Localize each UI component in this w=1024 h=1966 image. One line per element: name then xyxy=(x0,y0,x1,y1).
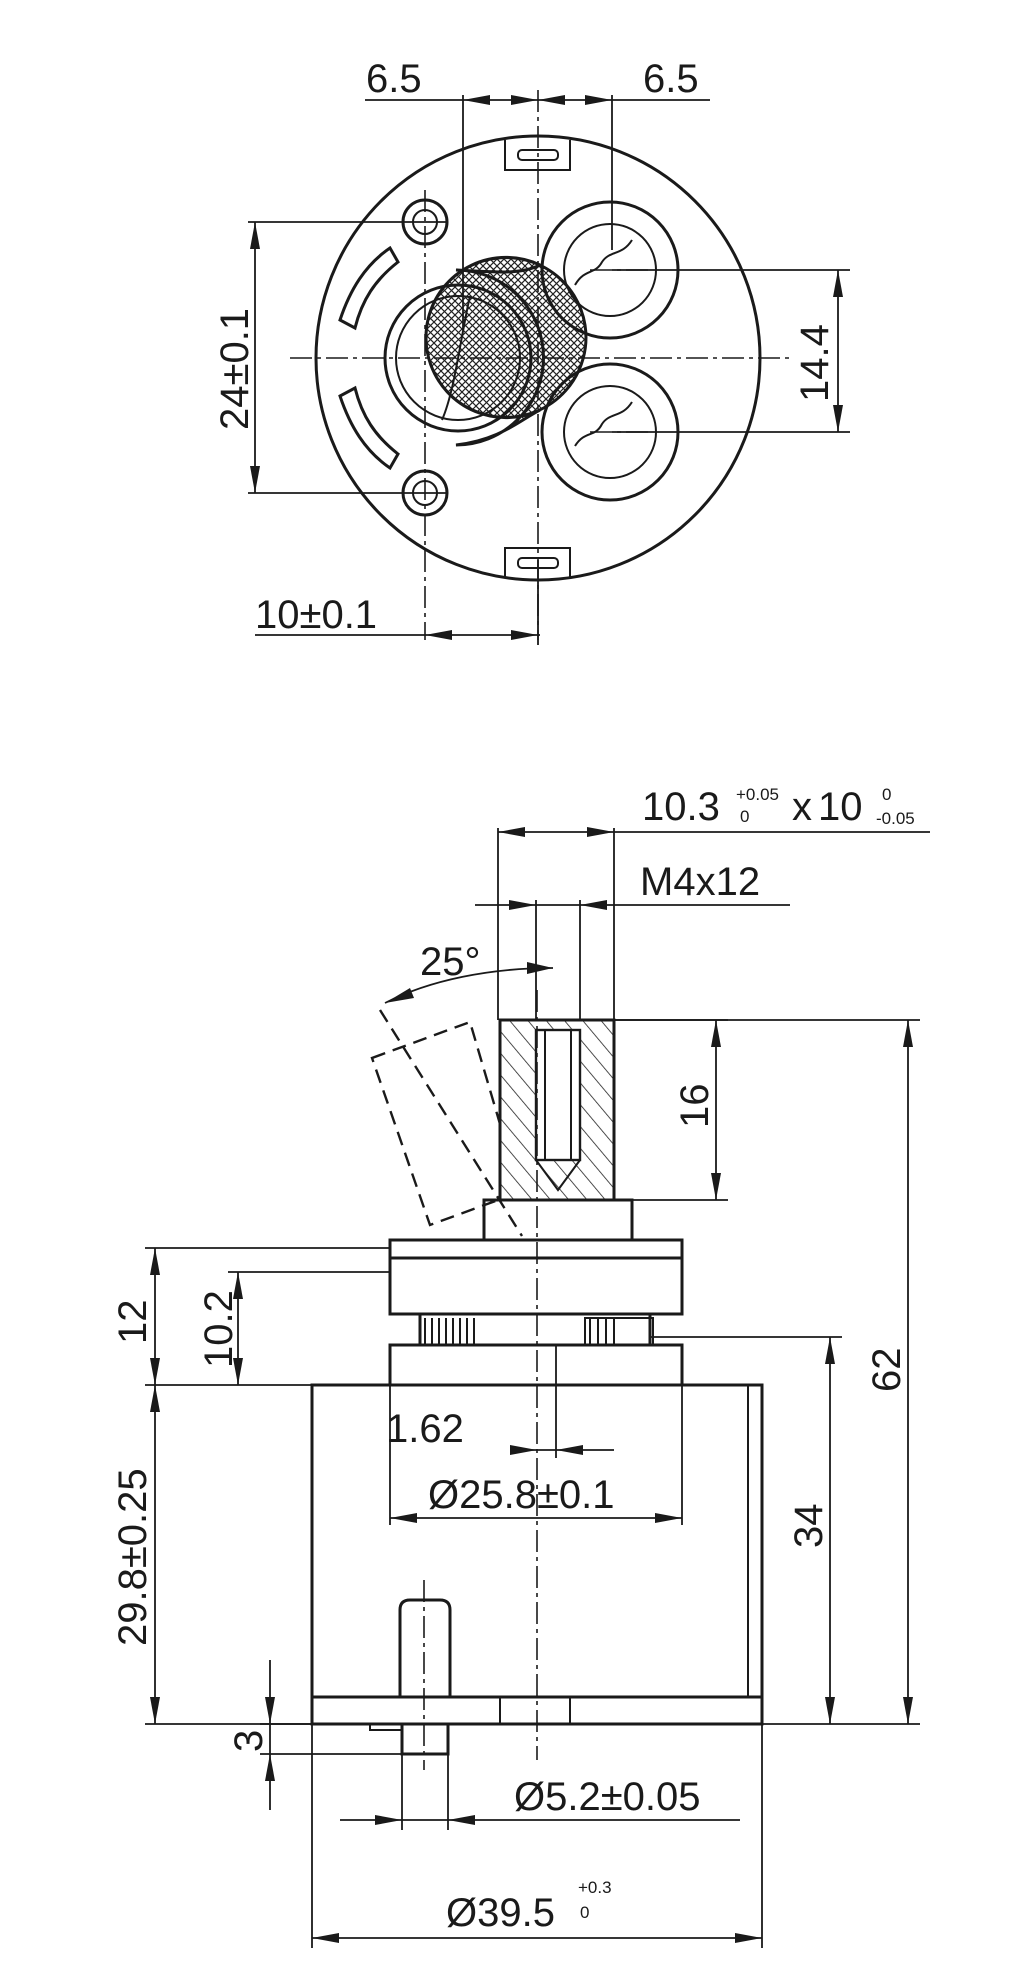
outlet-port xyxy=(383,283,533,433)
dim-14.4: 14.4 xyxy=(793,324,837,402)
dim-stem-width-main: 10.3 xyxy=(642,785,720,829)
dim-body-height: 29.8±0.25 xyxy=(111,1468,155,1646)
dim-body-diameter-tol-lower: 0 xyxy=(580,1903,589,1922)
dim-body-to-pin: 34 xyxy=(787,1504,831,1549)
dim-thread: M4x12 xyxy=(640,860,760,904)
locating-key xyxy=(398,1598,452,1697)
dim-stem-height: 16 xyxy=(673,1084,717,1129)
dim-stem-width-main-tol-lower: 0 xyxy=(740,807,749,826)
side-view: 10.3 +0.05 0 x 10 0 -0.05 M4x12 25° xyxy=(111,785,930,1948)
curved-slot-upper xyxy=(338,245,400,331)
top-plate xyxy=(388,1238,684,1260)
dim-24: 24±0.1 xyxy=(213,308,257,430)
dim-stem-width-sep: x xyxy=(792,785,812,829)
dim-stem-width-second-tol-lower: -0.05 xyxy=(876,809,915,828)
dim-body-diameter: Ø39.5 xyxy=(446,1891,555,1935)
dim-collar-height: 10.2 xyxy=(197,1290,241,1368)
dim-body-diameter-tol-upper: +0.3 xyxy=(578,1878,612,1897)
stem-neck xyxy=(482,1198,634,1242)
dim-6.5-left: 6.5 xyxy=(366,57,422,101)
dim-pin-diameter: Ø5.2±0.05 xyxy=(514,1775,701,1819)
dim-overall-height: 62 xyxy=(865,1348,909,1393)
dim-10: 10±0.1 xyxy=(255,593,377,637)
gear-teeth xyxy=(424,1318,615,1345)
bottom-notch xyxy=(504,547,571,578)
dim-stem-width-second-tol-upper: 0 xyxy=(882,785,891,804)
shoulder xyxy=(388,1343,684,1387)
curved-slot-lower xyxy=(338,385,400,471)
top-notch-slot xyxy=(517,149,559,161)
stem-thread-hole xyxy=(534,1028,582,1162)
dim-upper-height: 12 xyxy=(111,1300,155,1345)
dim-stem-width-second: 10 xyxy=(818,785,863,829)
dim-angle: 25° xyxy=(420,940,481,984)
dim-offset: 1.62 xyxy=(386,1407,464,1451)
top-view: 6.5 6.5 24±0.1 14.4 10±0.1 xyxy=(213,57,850,645)
collar xyxy=(388,1256,684,1316)
tilted-lever-ghost xyxy=(370,1020,522,1227)
dim-stem-width-main-tol-upper: +0.05 xyxy=(736,785,779,804)
dim-pin-height: 3 xyxy=(227,1730,271,1752)
dim-6.5-right: 6.5 xyxy=(643,57,699,101)
locating-pin xyxy=(400,1722,450,1756)
dim-collar-diameter: Ø25.8±0.1 xyxy=(428,1473,615,1517)
